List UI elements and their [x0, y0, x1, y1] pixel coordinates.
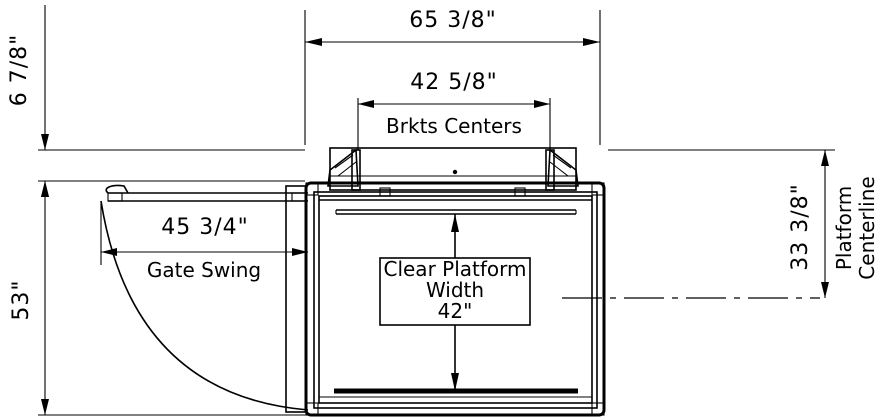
gate-swing-label: Gate Swing	[147, 258, 261, 282]
overall-width-dimension: 65 3/8"	[304, 8, 601, 145]
top-offset-text: 6 7/8"	[7, 34, 32, 107]
gate-swing-width-text: 45 3/4"	[161, 215, 249, 240]
overall-depth-dimension: 53"	[9, 181, 49, 415]
platform-label: Platform	[832, 186, 856, 270]
centerline-distance-text: 33 3/8"	[788, 183, 813, 271]
bracket-centers-dimension: 42 5/8" Brkts Centers	[357, 70, 551, 150]
reference-lines	[38, 149, 835, 416]
gate-assembly: 45 3/4" Gate Swing	[100, 184, 309, 413]
clear-platform-label: Clear Platform	[383, 257, 526, 281]
top-bracket-housing	[327, 147, 579, 197]
width-label: Width	[426, 278, 484, 302]
overall-depth-text: 53"	[9, 279, 34, 320]
bracket-centers-label: Brkts Centers	[386, 114, 522, 138]
centerline-dimension: 33 3/8" Platform Centerline	[788, 150, 879, 298]
overall-width-text: 65 3/8"	[409, 8, 497, 33]
centerline-label: Centerline	[855, 176, 879, 279]
clear-width-text: 42"	[438, 299, 473, 323]
bracket-spacing-text: 42 5/8"	[410, 70, 498, 95]
clear-width-dimension: Clear Platform Width 42"	[379, 214, 531, 391]
top-offset-dimension: 6 7/8"	[7, 5, 49, 197]
